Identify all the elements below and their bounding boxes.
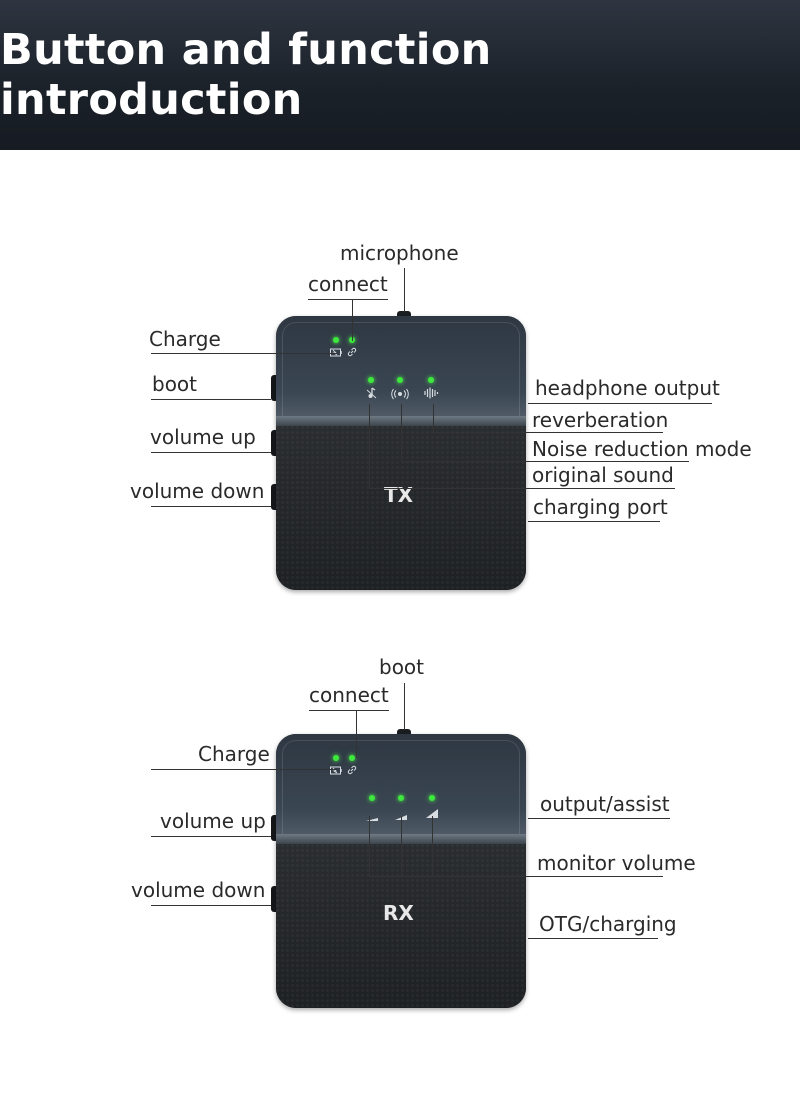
rx-label-otg-charging: OTG/charging — [539, 912, 677, 936]
tx-reverberation-led — [428, 377, 434, 383]
link-icon — [347, 347, 357, 360]
battery-icon — [330, 766, 342, 778]
rx-leader-volume-down — [151, 905, 271, 906]
rx-level-led-2 — [398, 795, 404, 801]
tx-leader-headphone-output — [528, 403, 712, 404]
rx-leader-output-assist — [528, 818, 670, 819]
music-note-icon — [366, 387, 378, 402]
tx-original-sound-led — [368, 377, 374, 383]
tx-label-volume-down: volume down — [130, 479, 265, 503]
rx-label-volume-down: volume down — [131, 878, 266, 902]
tx-leader-original-sound-v — [369, 404, 370, 488]
tx-noise-reduction-led — [397, 377, 403, 383]
tx-leader-volume-down — [151, 506, 271, 507]
tx-leader-charging-port — [528, 521, 660, 522]
rx-level-led-3 — [429, 795, 435, 801]
rx-leader-monitor-2 — [401, 816, 402, 876]
tx-leader-noise-reduction-v — [401, 404, 402, 461]
rx-volume-up-button — [271, 815, 277, 841]
tx-leader-microphone — [404, 268, 405, 312]
rx-label-charge: Charge — [198, 742, 270, 766]
page-title: Button and function introduction — [0, 25, 492, 125]
rx-device-label: RX — [383, 901, 414, 925]
rx-leader-monitor-1 — [369, 816, 370, 876]
header-banner: Button and function introduction — [0, 0, 800, 150]
rx-leader-connect-v — [356, 710, 357, 758]
rx-label-monitor-volume: monitor volume — [537, 851, 696, 875]
tx-label-noise-reduction: Noise reduction mode — [532, 437, 752, 461]
tx-label-headphone-output: headphone output — [535, 376, 720, 400]
tx-leader-reverberation-v — [433, 404, 434, 432]
tx-label-reverberation: reverberation — [532, 408, 669, 432]
rx-leader-boot — [404, 683, 405, 730]
rx-label-output-assist: output/assist — [540, 792, 670, 816]
rx-charge-led — [333, 755, 339, 761]
link-icon — [347, 765, 357, 778]
volume-level-icon — [426, 803, 438, 818]
tx-label-original-sound: original sound — [532, 463, 674, 487]
rx-leader-connect-h — [309, 710, 389, 711]
tx-boot-button — [271, 375, 277, 401]
rx-level-led-1 — [369, 795, 375, 801]
tx-label-charging-port: charging port — [533, 495, 668, 519]
rx-label-boot: boot — [379, 655, 425, 679]
tx-leader-noise-reduction-h — [401, 461, 689, 462]
tx-leader-original-sound-h — [369, 488, 675, 489]
tx-label-microphone: microphone — [340, 241, 459, 265]
tx-label-connect: connect — [308, 272, 388, 296]
tx-leader-charge — [151, 353, 337, 354]
battery-icon — [330, 348, 342, 360]
rx-connect-led — [349, 755, 355, 761]
tx-leader-connect-h — [308, 299, 388, 300]
tx-device-label: TX — [384, 483, 414, 507]
rx-leader-volume-up — [151, 836, 271, 837]
rx-boot-button — [397, 729, 411, 737]
rx-label-volume-up: volume up — [160, 809, 266, 833]
rx-label-connect: connect — [309, 683, 389, 707]
tx-leader-boot — [151, 399, 271, 400]
rx-volume-down-button — [271, 886, 277, 912]
tx-volume-down-button — [271, 484, 277, 510]
waveform-icon — [423, 387, 439, 402]
tx-label-charge: Charge — [149, 327, 221, 351]
tx-leader-volume-up — [151, 452, 271, 453]
rx-leader-monitor-h — [369, 876, 663, 877]
rx-leader-monitor-3 — [432, 816, 433, 876]
tx-leader-connect-v — [352, 299, 353, 341]
tx-volume-up-button — [271, 430, 277, 456]
tx-leader-reverberation-h — [433, 432, 663, 433]
tx-charge-led — [333, 337, 339, 343]
broadcast-icon — [390, 388, 410, 403]
tx-label-boot: boot — [152, 372, 198, 396]
rx-leader-charge — [151, 769, 337, 770]
tx-label-volume-up: volume up — [150, 425, 256, 449]
volume-level-icon — [366, 806, 378, 821]
rx-leader-otg-charging — [528, 938, 658, 939]
tx-microphone-port — [397, 311, 411, 319]
volume-level-icon — [395, 805, 407, 820]
